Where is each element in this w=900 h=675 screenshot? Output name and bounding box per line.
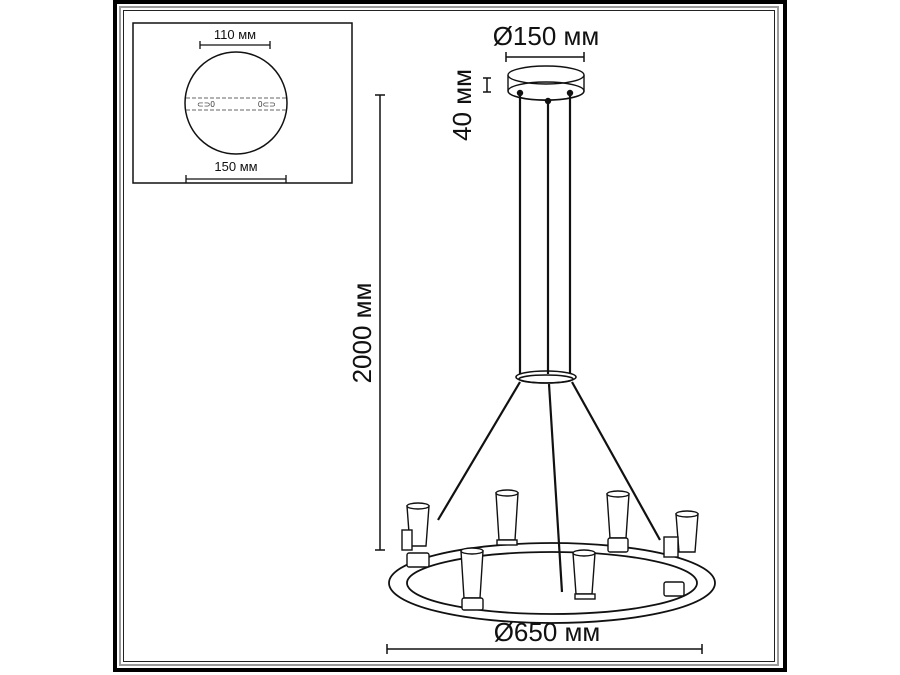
shade — [495, 489, 519, 546]
shade — [572, 549, 596, 600]
canopy — [507, 65, 585, 105]
suspension-length-label: 2000 мм — [347, 283, 377, 384]
main-ring — [388, 542, 716, 624]
ring-diameter-line — [386, 644, 703, 654]
light-shades — [401, 489, 699, 611]
canopy-height-marker — [483, 77, 491, 93]
inset-top-dimension: 110 мм — [214, 27, 256, 42]
canopy-top-view-inset: 110 мм ⊂⊃0 0⊂⊃ 150 мм — [132, 22, 353, 184]
drawing-frame-grey-line — [119, 6, 779, 666]
canopy-diameter-line — [505, 52, 585, 62]
center-ring — [515, 370, 577, 384]
inset-bottom-dimension: 150 мм — [214, 159, 257, 174]
ring-diameter-label: Ø650 мм — [494, 617, 601, 647]
suspension-cables — [437, 94, 661, 593]
shade — [401, 502, 430, 568]
shade — [663, 510, 699, 597]
mount-slot-right-icon: 0⊂⊃ — [258, 100, 276, 109]
canopy-diameter-label: Ø150 мм — [493, 21, 600, 51]
shade — [606, 490, 630, 553]
canopy-height-label: 40 мм — [447, 69, 477, 141]
shade — [460, 547, 484, 611]
suspension-length-line — [375, 94, 385, 551]
mount-slot-left-icon: ⊂⊃0 — [197, 100, 215, 109]
